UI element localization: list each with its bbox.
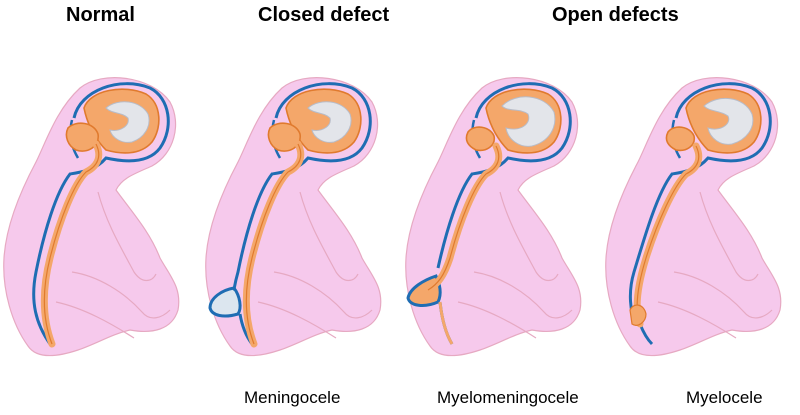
spinal-cord-outline (43, 143, 100, 345)
brain-cerebellum (465, 126, 496, 152)
fetus-leg (473, 271, 573, 319)
header-closed-defect: Closed defect (258, 4, 390, 26)
fetus-arm (699, 191, 759, 282)
fetus-leg-lower (457, 301, 537, 339)
brain-cerebellum (267, 122, 301, 152)
brain-cerebellum (665, 126, 696, 152)
fetus-leg-lower (657, 301, 737, 339)
fetus-myelocele-figure (605, 77, 782, 357)
fetus-myelomeningocele-figure (405, 77, 582, 357)
fetus-normal-figure (3, 77, 180, 357)
fetus-leg-lower (257, 301, 337, 339)
caption-myelocele: Myelocele (686, 388, 763, 407)
brain-cerebellum (65, 122, 99, 152)
header-open-defects: Open defects (552, 4, 679, 26)
caption-myelomeningocele: Myelomeningocele (437, 388, 579, 407)
panel-myelomeningocele (404, 62, 594, 362)
fetus-leg (273, 271, 373, 319)
spinal-cord-outline (245, 143, 302, 345)
brain-cortex-inner (703, 97, 754, 145)
fetus-arm (97, 191, 157, 282)
spinal-cord-outline (427, 145, 500, 291)
fetus-meningocele-figure (205, 77, 382, 357)
header-normal: Normal (66, 4, 135, 26)
fetus-leg (673, 271, 773, 319)
panel-myelocele (604, 62, 794, 362)
fetus-arm (299, 191, 359, 282)
caption-meningocele: Meningocele (244, 388, 341, 407)
fetus-leg-lower (55, 301, 135, 339)
meninges (32, 82, 170, 345)
meningocele-sac (208, 286, 242, 318)
myelocele-plate (629, 304, 647, 326)
brain-cortex-inner (501, 96, 556, 147)
fetus-leg (71, 271, 171, 319)
brain-cortex-inner (307, 101, 352, 143)
brain-cortex-inner (105, 101, 150, 143)
spinal-cord-lower (438, 301, 454, 345)
panel-normal (2, 62, 192, 362)
panel-meningocele (204, 62, 394, 362)
spinal-cord-outline (636, 145, 700, 325)
fetus-arm (499, 191, 559, 282)
